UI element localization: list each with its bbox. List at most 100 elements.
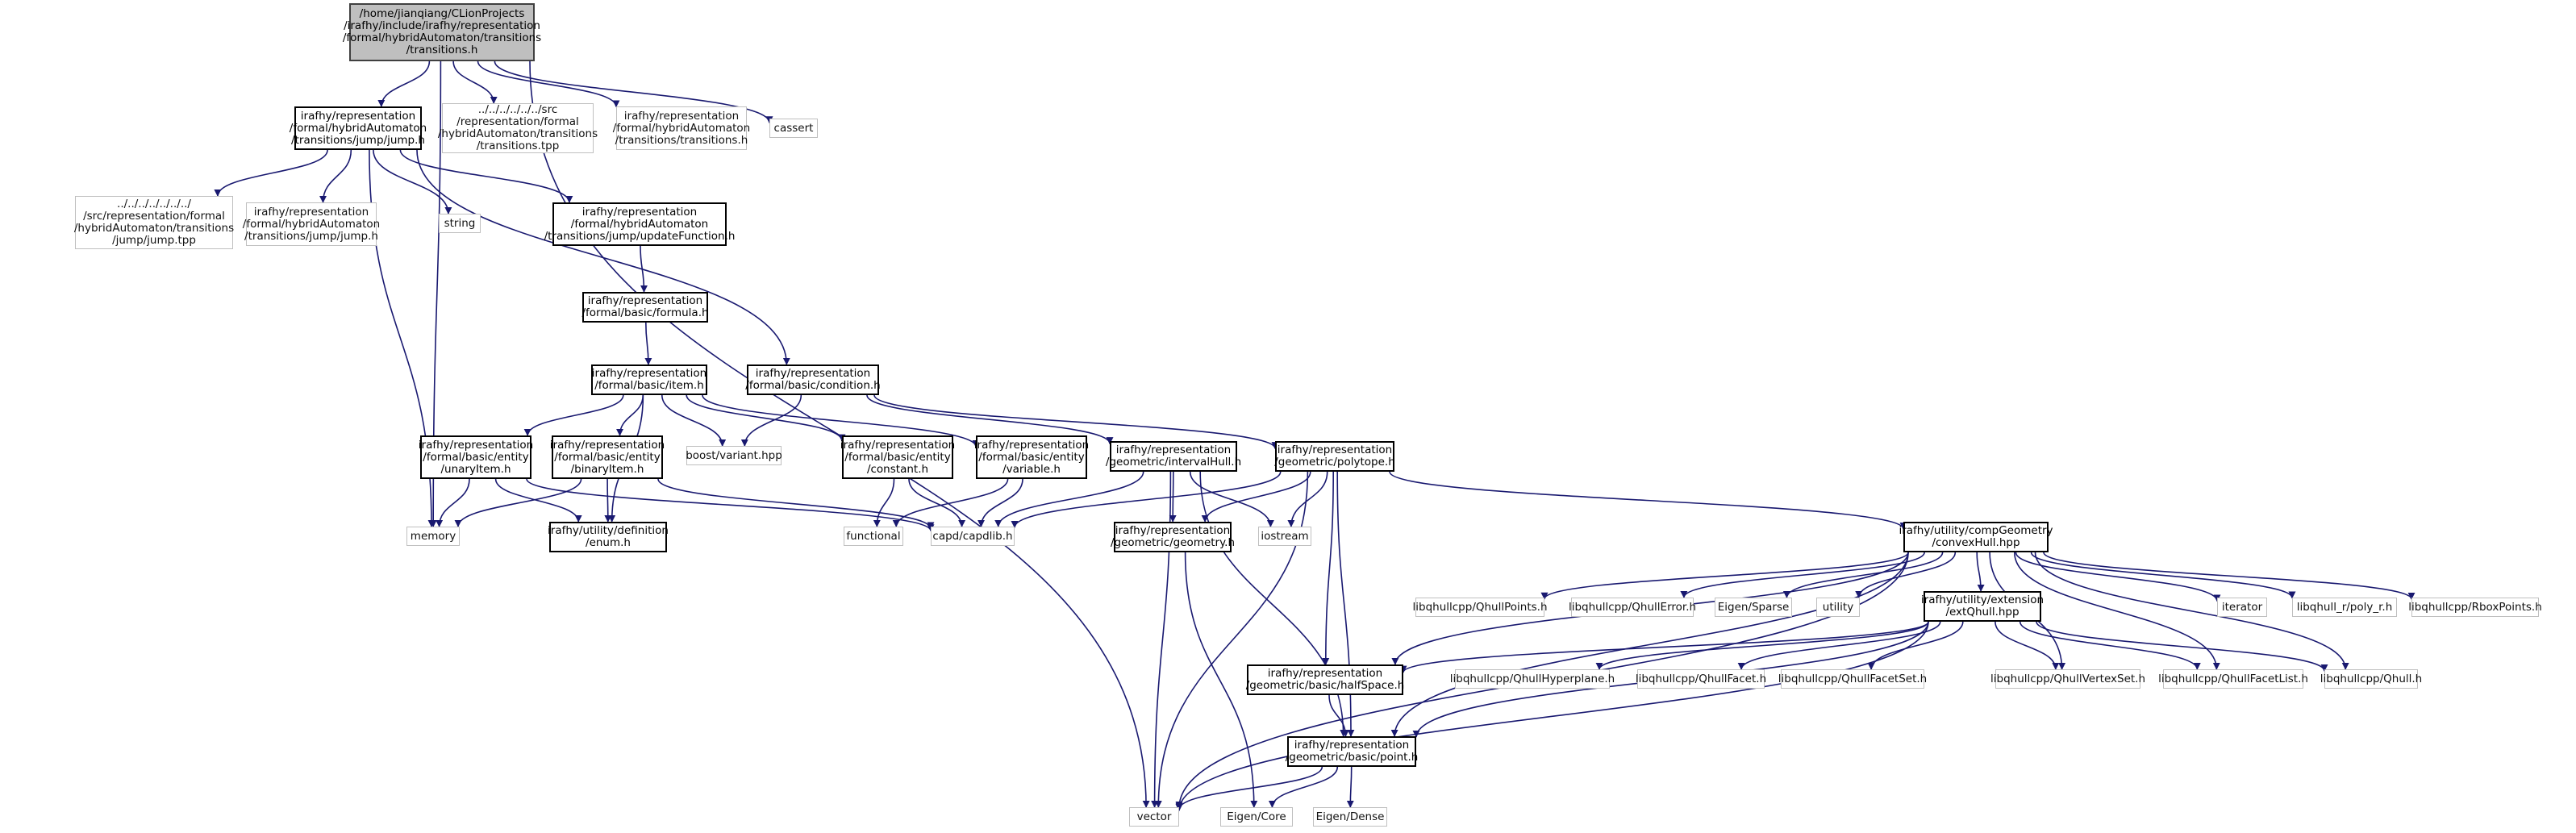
node-cassert: cassert xyxy=(769,119,818,138)
node-qhull-facet-list: libqhullcpp/QhullFacetList.h xyxy=(2158,669,2308,689)
edge-polytope-to-capdlib xyxy=(1011,471,1282,528)
node-unary-item-h[interactable]: irafhy/representation /formal/basic/enti… xyxy=(419,435,533,479)
node-constant-h[interactable]: irafhy/representation /formal/basic/enti… xyxy=(840,435,955,479)
edge-convexHull-to-QhullFacetList xyxy=(2014,552,2220,670)
node-transitions-h-ext: irafhy/representation /formal/hybridAuto… xyxy=(613,106,750,150)
node-iostream: iostream xyxy=(1258,527,1311,546)
edge-condition-to-intervalHull xyxy=(866,394,1114,445)
edge-convexHull-to-RboxPoints xyxy=(2043,552,2416,600)
node-geometry-h[interactable]: irafhy/representation /geometric/geometr… xyxy=(1111,522,1235,552)
node-polytope-h[interactable]: irafhy/representation /geometric/polytop… xyxy=(1274,441,1395,472)
node-formula-h[interactable]: irafhy/representation /formal/basic/form… xyxy=(581,292,709,323)
node-interval-hull-h[interactable]: irafhy/representation /geometric/interva… xyxy=(1106,441,1241,472)
node-binary-item-h[interactable]: irafhy/representation /formal/basic/enti… xyxy=(550,435,665,479)
edge-constant-to-functional xyxy=(873,478,895,527)
node-qhull-points: libqhullcpp/QhullPoints.h xyxy=(1413,598,1548,617)
edge-item-to-binaryItem xyxy=(616,394,644,436)
edge-convexHull-to-QhullPoints xyxy=(1540,552,1909,600)
edge-convexHull-to-extQhull xyxy=(1976,552,1985,592)
node-jump-h[interactable]: irafhy/representation /formal/hybridAuto… xyxy=(290,106,427,150)
node-qhull-facet: libqhullcpp/QhullFacet.h xyxy=(1636,669,1766,689)
edge-jump_h-to-jump_h2 xyxy=(319,149,352,203)
node-qhull-hyperplane: libqhullcpp/QhullHyperplane.h xyxy=(1450,669,1615,689)
node-ext-qhull-hpp[interactable]: irafhy/utility/extension /extQhull.hpp xyxy=(1921,591,2044,622)
edge-condition-to-polytope xyxy=(873,394,1279,450)
edge-variable-to-capdlib xyxy=(977,478,1023,527)
edge-unaryItem-to-enum xyxy=(494,478,582,523)
edge-root-to-jump_h xyxy=(377,60,431,107)
edge-item-to-constant xyxy=(686,394,846,442)
edge-extQhull-to-QhullHyperplane xyxy=(1595,621,1929,670)
node-rbox-points: libqhullcpp/RboxPoints.h xyxy=(2408,598,2542,617)
edge-jump_h-to-jump_tpp xyxy=(214,149,328,197)
edge-polytope-to-geometry xyxy=(1201,471,1311,523)
edge-jump_h-to-updateFunction xyxy=(399,149,573,203)
node-capdlib: capd/capdlib.h xyxy=(931,527,1015,546)
node-utility: utility xyxy=(1816,598,1860,617)
edge-variable-to-functional xyxy=(892,478,1009,527)
node-eigen-core: Eigen/Core xyxy=(1220,807,1293,827)
edge-polytope-to-halfSpace xyxy=(1322,471,1334,665)
node-enum-h[interactable]: irafhy/utility/definition /enum.h xyxy=(548,522,669,552)
node-root-transitions-h[interactable]: /home/jianqiang/CLionProjects /irafhy/in… xyxy=(343,3,541,61)
edge-intervalHull-to-point xyxy=(1199,471,1348,737)
edge-unaryItem-to-memory xyxy=(436,478,470,527)
node-convex-hull-hpp[interactable]: irafhy/utility/compGeometry /convexHull.… xyxy=(1899,522,2053,552)
edge-item-to-boost_variant xyxy=(661,394,727,447)
edge-convexHull-to-EigenSparse xyxy=(1782,552,1944,598)
edge-jump_h-to-condition xyxy=(416,149,790,365)
edge-constant-to-capdlib xyxy=(908,478,966,527)
edge-point-to-EigenCore xyxy=(1268,766,1339,808)
node-iterator: iterator xyxy=(2217,598,2267,617)
node-jump-tpp: ../../../../../../../ /src/representatio… xyxy=(74,196,234,249)
edge-point-to-vector xyxy=(1175,766,1323,810)
edge-extQhull-to-vector xyxy=(1175,621,1929,812)
edge-root-to-transitions_h2 xyxy=(477,60,620,108)
edge-item-to-unaryItem xyxy=(523,394,624,436)
edge-polytope-to-convexHull xyxy=(1389,471,1907,530)
edge-polytope-to-iostream xyxy=(1287,471,1328,527)
edge-extQhull-to-QhullVertexSet xyxy=(1995,621,2060,670)
node-update-function-h[interactable]: irafhy/representation /formal/hybridAuto… xyxy=(544,202,735,246)
node-jump-h-ext: irafhy/representation /formal/hybridAuto… xyxy=(243,202,380,246)
edge-extQhull-to-halfSpace xyxy=(1399,621,1929,673)
edge-formula-to-item xyxy=(644,322,652,365)
edge-updateFunction-to-formula xyxy=(640,245,648,293)
edge-geometry-to-EigenCore xyxy=(1184,552,1258,808)
edge-binaryItem-to-capdlib xyxy=(657,478,935,530)
node-item-h[interactable]: irafhy/representation /formal/basic/item… xyxy=(591,364,707,395)
edge-polytope-to-point xyxy=(1336,471,1355,737)
edge-point-to-EigenDense xyxy=(1346,766,1354,808)
node-eigen-dense: Eigen/Dense xyxy=(1313,807,1387,827)
edge-convexHull-to-Qhull xyxy=(2034,552,2349,670)
edge-extQhull-to-QhullFacetList xyxy=(2019,621,2201,670)
node-boost-variant: boost/variant.hpp xyxy=(686,446,782,465)
node-qhull-error: libqhullcpp/QhullError.h xyxy=(1569,598,1696,617)
node-point-h[interactable]: irafhy/representation /geometric/basic/p… xyxy=(1286,736,1418,767)
node-qhull-vertex-set: libqhullcpp/QhullVertexSet.h xyxy=(1990,669,2145,689)
node-string: string xyxy=(439,214,481,233)
edge-convexHull-to-iterator xyxy=(2015,552,2221,602)
edge-unaryItem-to-capdlib xyxy=(526,478,935,532)
node-eigen-sparse: Eigen/Sparse xyxy=(1715,598,1792,617)
edge-intervalHull-to-iostream xyxy=(1189,471,1274,527)
edge-item-to-variable xyxy=(702,394,980,448)
edge-extQhull-to-QhullFacet xyxy=(1737,621,1941,670)
edge-extQhull-to-Qhull xyxy=(2036,621,2328,672)
node-variable-h[interactable]: irafhy/representation /formal/basic/enti… xyxy=(974,435,1089,479)
node-vector: vector xyxy=(1129,807,1179,827)
node-condition-h[interactable]: irafhy/representation /formal/basic/cond… xyxy=(745,364,881,395)
node-transitions-tpp: ../../../../../../src /representation/fo… xyxy=(437,103,598,153)
edge-root-to-cassert xyxy=(494,60,773,124)
edge-binaryItem-to-enum xyxy=(604,478,612,523)
node-half-space-h[interactable]: irafhy/representation /geometric/basic/h… xyxy=(1246,664,1404,695)
edge-root-to-transitions_tpp xyxy=(452,60,498,104)
node-qhull: libqhullcpp/Qhull.h xyxy=(2320,669,2422,689)
edge-condition-to-boost_variant xyxy=(740,394,802,447)
edge-convexHull-to-utility xyxy=(1855,552,1957,598)
edges-layer xyxy=(214,60,2416,812)
node-qhull-facet-set: libqhullcpp/QhullFacetSet.h xyxy=(1778,669,1927,689)
edge-jump_h-to-string xyxy=(373,149,452,214)
edge-binaryItem-to-memory xyxy=(454,478,582,527)
node-libqhull-r-poly: libqhull_r/poly_r.h xyxy=(2292,598,2397,617)
